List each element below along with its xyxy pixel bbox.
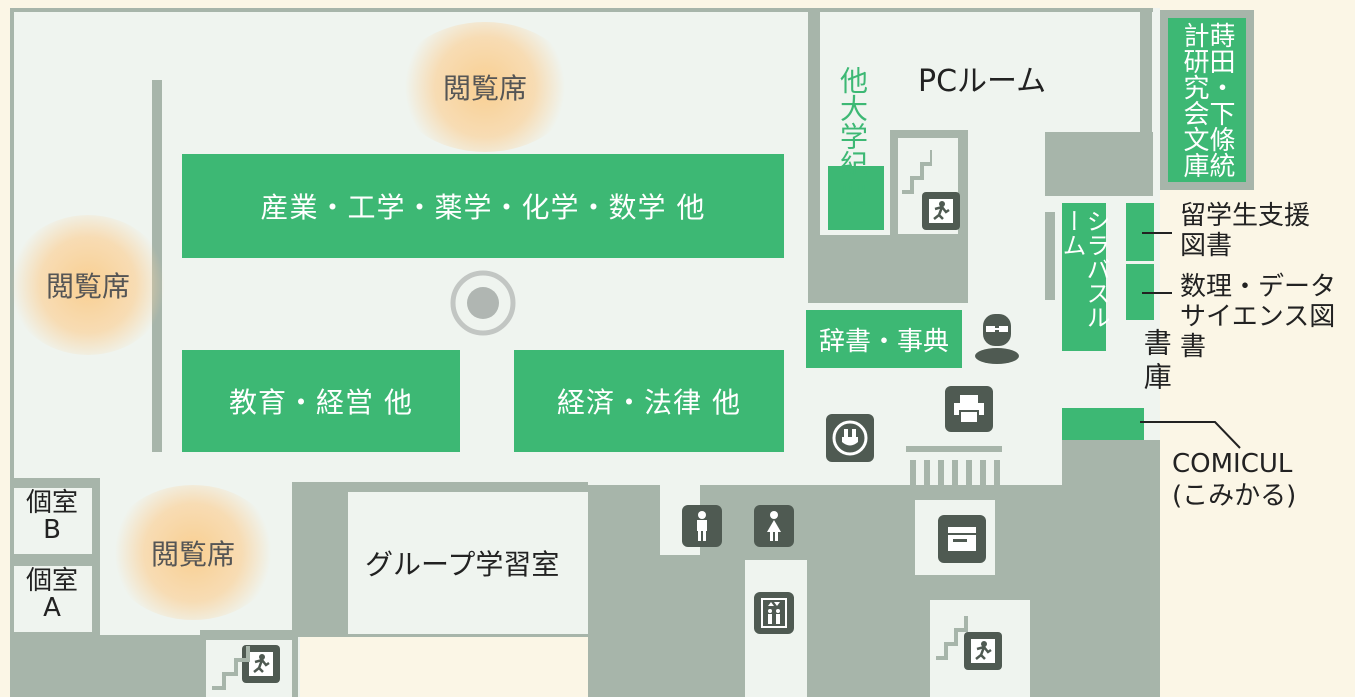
leader-study-abroad: [1142, 232, 1172, 234]
comicul-label: COMICUL: [1172, 449, 1293, 479]
reading-area-top[interactable]: 閲覧席: [395, 22, 575, 152]
stairs-icon: [906, 446, 1002, 486]
shelf-dictionary[interactable]: 辞書・事典: [806, 310, 962, 368]
private-room-b-label[interactable]: 個室B: [25, 488, 78, 546]
elevator-icon[interactable]: [754, 592, 794, 634]
reading-area-bottom[interactable]: 閲覧席: [108, 485, 278, 620]
emergency-exit-icon[interactable]: [922, 192, 960, 230]
study-abroad-label: 留学生支援図書: [1180, 201, 1311, 261]
shelf-industry[interactable]: 産業・工学・薬学・化学・数学 他: [182, 154, 784, 258]
emergency-exit-icon[interactable]: [964, 632, 1002, 670]
service-block-right: [1062, 440, 1160, 697]
shelf-archive[interactable]: 蒔田・下條統計研究会文庫: [1168, 18, 1246, 182]
shelf-comicul[interactable]: [1062, 408, 1144, 440]
group-study-label[interactable]: グループ学習室: [365, 548, 560, 581]
shelf-economics[interactable]: 経済・法律 他: [514, 350, 784, 452]
stairs-icon: [936, 616, 968, 660]
other-univ-label: 他大学紀要: [836, 66, 869, 206]
outside-bottom: [300, 637, 588, 697]
pc-room-label[interactable]: PCルーム: [918, 64, 1047, 99]
private-room-a-label[interactable]: 個室A: [25, 566, 78, 624]
copier-icon[interactable]: [938, 515, 986, 563]
wall-top: [10, 8, 810, 12]
stacks-pillar: [1045, 212, 1055, 300]
shelf-syllabus[interactable]: シラバスルーム: [1058, 203, 1110, 351]
leader-comicul: [1140, 421, 1241, 449]
group-study-room: [348, 492, 588, 634]
shelf-other-univ[interactable]: [828, 166, 884, 230]
stacks-label[interactable]: 書庫: [1139, 328, 1173, 396]
wall-left: [10, 8, 14, 478]
location-marker-icon: [450, 270, 516, 336]
pc-room-lower-wall: [808, 235, 968, 303]
private-room-b: [14, 488, 92, 554]
pc-room-block: [1045, 132, 1153, 196]
female-restroom-icon[interactable]: [754, 505, 794, 547]
comicul-reading-label: (こみかる): [1172, 481, 1297, 511]
power-outlet-icon[interactable]: [826, 414, 874, 462]
data-science-label: 数理・データサイエンス図書: [1180, 272, 1337, 362]
reference-desk-icon[interactable]: [972, 308, 1022, 366]
stairs-icon: [902, 150, 932, 194]
stairs-icon: [212, 646, 250, 690]
pc-room-wall-left: [808, 8, 820, 236]
leader-data-science: [1142, 292, 1172, 294]
wall-bottom-left: [10, 635, 210, 697]
pc-room-wall-right: [1140, 8, 1152, 132]
male-restroom-icon[interactable]: [682, 505, 722, 547]
shelf-education[interactable]: 教育・経営 他: [182, 350, 460, 452]
private-room-a: [14, 566, 92, 632]
wall-top-right: [808, 8, 1153, 12]
reading-area-left[interactable]: 閲覧席: [8, 215, 168, 355]
printer-icon[interactable]: [945, 386, 993, 432]
